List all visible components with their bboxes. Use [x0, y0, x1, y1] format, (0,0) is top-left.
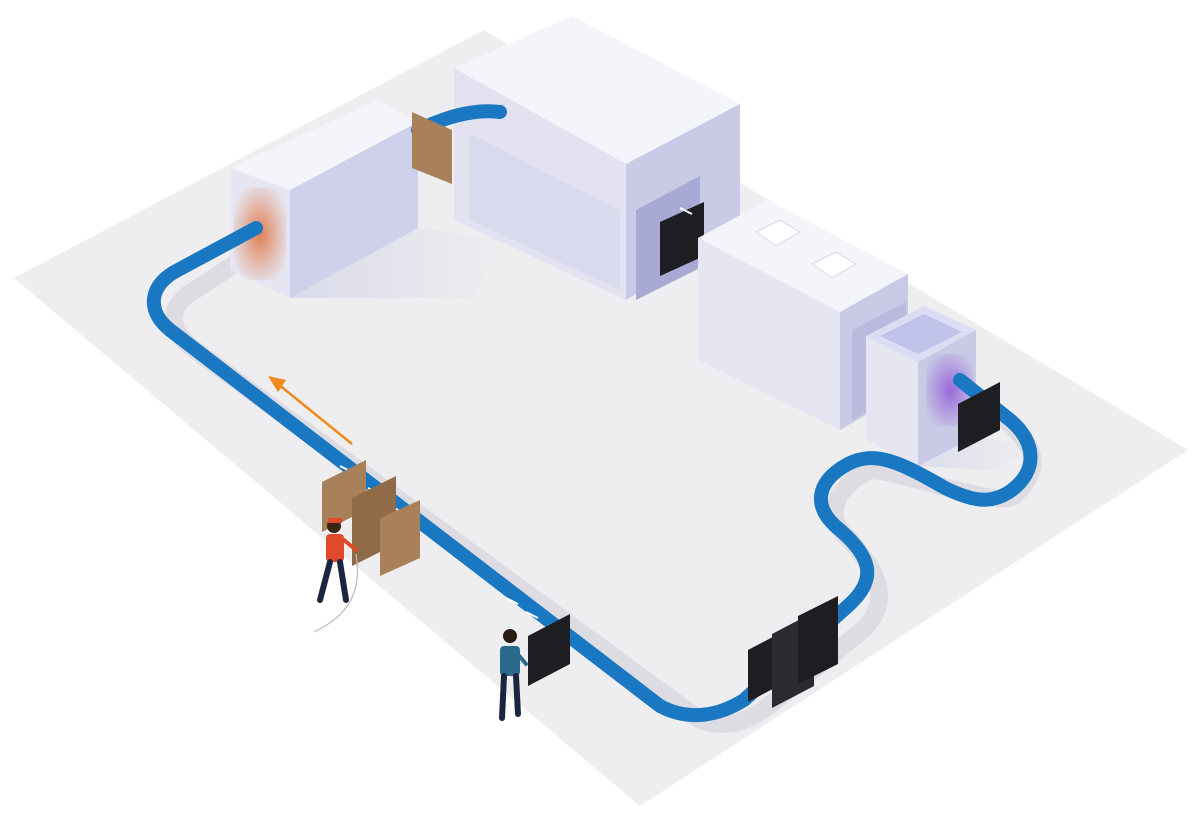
raw-cardboard-panels	[322, 460, 420, 576]
vent-2	[811, 251, 857, 279]
main-conveyor	[146, 221, 1038, 723]
press-machine	[454, 16, 740, 300]
uv-curing-machine	[866, 306, 1040, 470]
worker-inspecting-icon	[499, 629, 528, 721]
vent-1	[755, 219, 801, 247]
direction-arrow-icon	[268, 376, 353, 445]
worker-loading-icon	[313, 518, 359, 633]
finished-panels	[528, 382, 1000, 708]
press-exit-panel	[660, 202, 704, 276]
feed-cardboard-panel	[412, 112, 452, 184]
